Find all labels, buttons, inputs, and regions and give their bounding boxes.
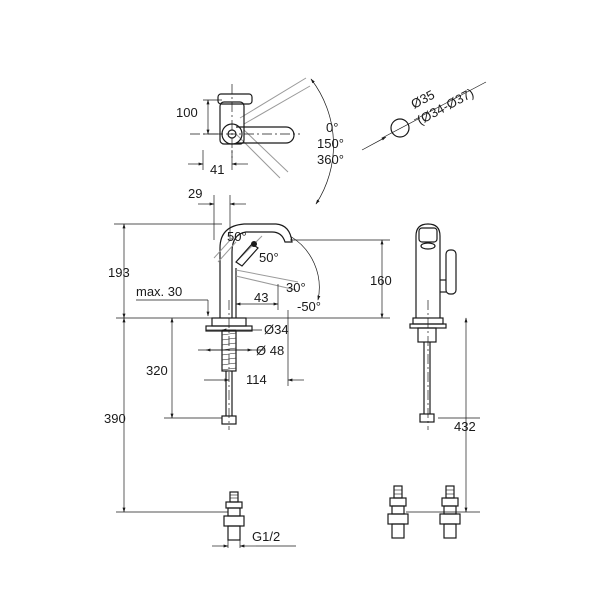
front-connector-left [387, 485, 409, 539]
angle-360-label: 360° [317, 152, 344, 167]
spout [219, 223, 293, 318]
front-body [415, 223, 441, 318]
hole-circle [390, 118, 410, 138]
rotation-arc [310, 78, 334, 205]
front-view: 432 [387, 223, 480, 539]
top-view: 100 41 0° 150° 360° [176, 77, 344, 205]
dim-160-label: 160 [370, 273, 392, 288]
angle-minus-50-label: -50° [297, 299, 321, 314]
dim-43-label: 43 [254, 290, 268, 305]
angle-150-label: 150° [317, 136, 344, 151]
dim-100-label: 100 [176, 105, 198, 120]
angle-30-label: 30° [286, 280, 306, 295]
dim-114-label: 114 [246, 372, 267, 387]
dia-34-label: Ø34 [264, 322, 289, 337]
lever [235, 243, 259, 267]
dim-390-label: 390 [104, 411, 126, 426]
mounting-hole: Ø35 (Ø34-Ø37) [361, 81, 487, 151]
thread-label: G1/2 [252, 529, 280, 544]
dim-193-label: 193 [108, 265, 130, 280]
dia-48-label: Ø 48 [256, 343, 284, 358]
front-lever [445, 249, 457, 295]
dim-41-label: 41 [210, 162, 224, 177]
angle-50-top-label: 50° [227, 229, 247, 244]
angle-50-lever-label: 50° [259, 250, 279, 265]
front-connector-right [439, 485, 461, 539]
connector-fitting [223, 491, 245, 541]
angle-0-label: 0° [326, 120, 338, 135]
dim-432-label: 432 [454, 419, 476, 434]
dim-29-label: 29 [188, 186, 202, 201]
max-30-label: max. 30 [136, 284, 182, 299]
side-view: 29 50° 50° 30° -50° [104, 186, 392, 548]
dim-320-label: 320 [146, 363, 168, 378]
top-view-lever [236, 126, 295, 144]
